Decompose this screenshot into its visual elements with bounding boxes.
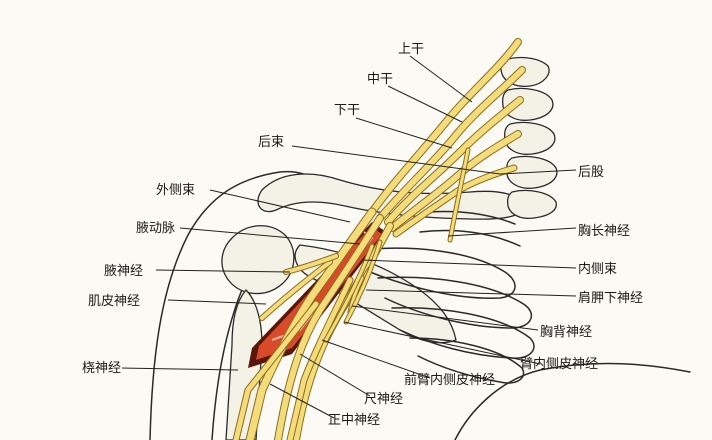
nerve-root-3: [385, 97, 523, 225]
label-median-nerve: 正中神经: [328, 413, 380, 428]
label-medial-cord: 内侧束: [578, 261, 617, 277]
nerve-long-thoracic: [448, 148, 470, 242]
label-axillary-nerve: 腋神经: [104, 264, 143, 279]
leader-lines: [121, 55, 577, 419]
label-posterior-cord: 后束: [258, 135, 284, 150]
label-musculocutaneous-nerve: 肌皮神经: [88, 294, 140, 309]
nerve-axillary: [284, 254, 338, 274]
label-middle-trunk: 中干: [367, 72, 393, 87]
label-axillary-artery: 腋动脉: [136, 221, 175, 236]
label-subscapular-nerve: 肩胛下神经: [578, 290, 643, 306]
label-long-thoracic-nerve: 胸长神经: [578, 224, 630, 239]
nerve-musculocutaneous: [260, 260, 332, 320]
label-posterior-division: 后股: [578, 165, 604, 180]
nerve-root-2: [377, 67, 525, 221]
label-upper-trunk: 上干: [398, 42, 424, 57]
label-medial-brachial-cutaneous-nerve: 臂内侧皮神经: [520, 356, 598, 372]
labels: 上干 中干 下干 后束 后股 外侧束 腋动脉 胸长神经 腋神经 内侧束 肌皮神经…: [82, 42, 643, 428]
nerve-root-5: [393, 165, 517, 237]
nerve-lateral-cord: [246, 208, 376, 440]
nerve-median: [287, 277, 353, 440]
nerve-medial-brachial: [344, 240, 382, 324]
label-medial-antebrachial-cutaneous-nerve: 前臂内侧皮神经: [404, 372, 495, 388]
nerve-medial-antebrachial: [324, 244, 374, 342]
label-lateral-cord: 外侧束: [156, 183, 195, 198]
nerve-radial: [233, 301, 319, 440]
label-thoracodorsal-nerve: 胸背神经: [540, 325, 592, 340]
nerve-bundle: [232, 38, 526, 440]
label-radial-nerve: 桡神经: [82, 361, 121, 376]
ribs: [359, 210, 535, 384]
label-lower-trunk: 下干: [334, 103, 360, 118]
label-ulnar-nerve: 尺神经: [364, 392, 403, 407]
nerve-posterior-cord: [275, 215, 383, 440]
nerve-root-1: [369, 39, 521, 215]
